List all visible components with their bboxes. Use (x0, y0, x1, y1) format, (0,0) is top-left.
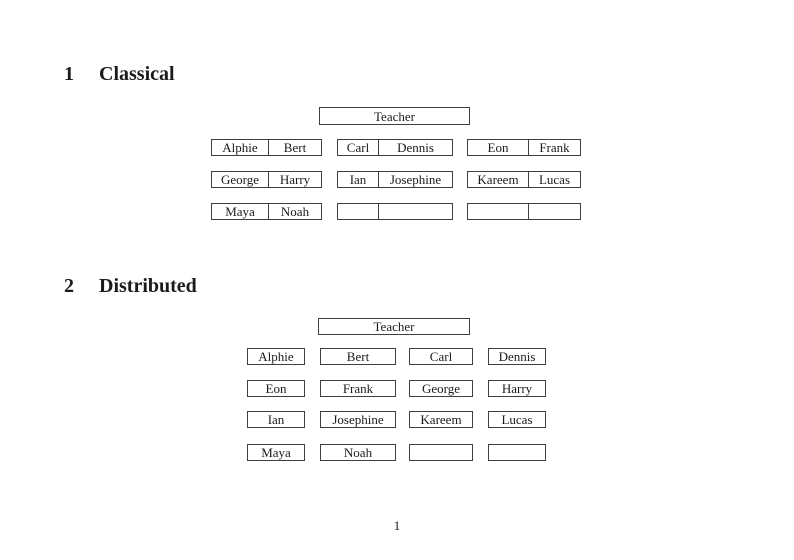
seat-box: Kareem (409, 411, 473, 428)
seat-box: Bert (320, 348, 396, 365)
seat-cell: Maya (212, 204, 269, 219)
seat-box: Ian (247, 411, 305, 428)
seat-cell: George (212, 172, 269, 187)
desk (467, 203, 581, 220)
desk: Eon Frank (467, 139, 581, 156)
seat-cell: Noah (280, 204, 310, 219)
teacher-desk: Teacher (319, 107, 470, 125)
section-heading-distributed: 2 Distributed (64, 275, 197, 297)
seat-cell (468, 204, 529, 219)
section-title: Distributed (99, 275, 197, 297)
seat-cell: Carl (338, 140, 379, 155)
seat-box: Harry (488, 380, 546, 397)
desk: Carl Dennis (337, 139, 453, 156)
desk: George Harry (211, 171, 322, 188)
section-title: Classical (99, 63, 175, 85)
desk: Kareem Lucas (467, 171, 581, 188)
teacher-label: Teacher (373, 319, 415, 334)
seat-cell: Dennis (397, 140, 434, 155)
desk: Ian Josephine (337, 171, 453, 188)
page-number: 1 (393, 518, 401, 533)
seat-box: Josephine (320, 411, 396, 428)
seat-cell: Ian (338, 172, 379, 187)
desk (337, 203, 453, 220)
seat-cell (379, 204, 452, 219)
seat-box: Dennis (488, 348, 546, 365)
seat-cell: Josephine (389, 172, 442, 187)
seat-box: Eon (247, 380, 305, 397)
seat-box: Lucas (488, 411, 546, 428)
seat-box (409, 444, 473, 461)
section-heading-classical: 1 Classical (64, 63, 175, 85)
seat-cell (529, 204, 580, 219)
desk: Maya Noah (211, 203, 322, 220)
seat-cell: Alphie (212, 140, 269, 155)
seat-cell: Kareem (468, 172, 529, 187)
seat-box: George (409, 380, 473, 397)
seat-cell: Eon (468, 140, 529, 155)
seat-box: Alphie (247, 348, 305, 365)
seat-cell: Harry (279, 172, 311, 187)
seat-box: Maya (247, 444, 305, 461)
desk: Alphie Bert (211, 139, 322, 156)
seat-box (488, 444, 546, 461)
seat-cell: Bert (283, 140, 307, 155)
seat-box: Frank (320, 380, 396, 397)
section-number: 1 (64, 63, 74, 85)
seat-cell: Frank (539, 140, 570, 155)
teacher-desk: Teacher (318, 318, 470, 335)
seat-box: Carl (409, 348, 473, 365)
seat-cell: Lucas (538, 172, 571, 187)
teacher-label: Teacher (374, 108, 415, 124)
seat-cell (338, 204, 379, 219)
section-number: 2 (64, 275, 74, 297)
seat-box: Noah (320, 444, 396, 461)
